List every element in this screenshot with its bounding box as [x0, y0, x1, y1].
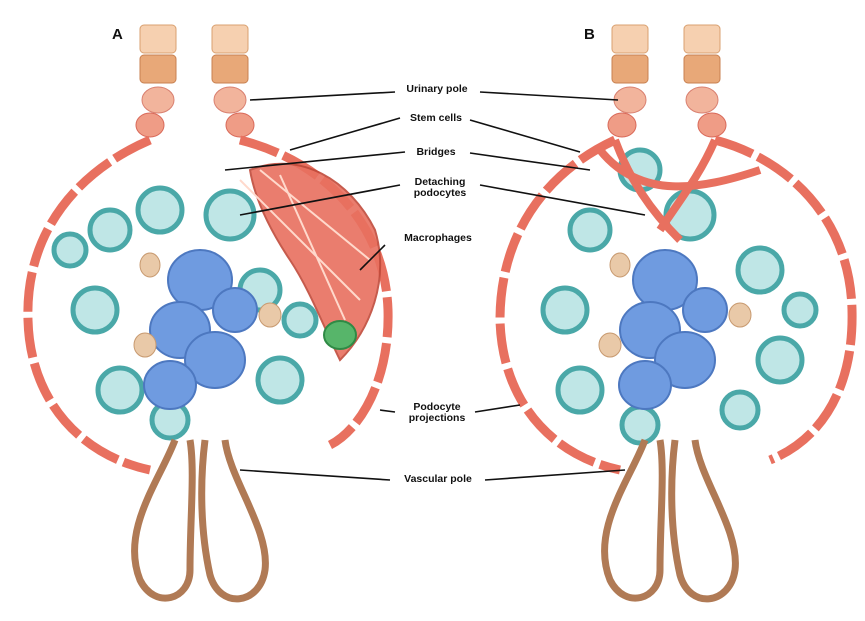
label-detaching-podocytes: Detaching podocytes — [398, 177, 482, 199]
panel-a-letter: A — [112, 26, 123, 43]
label-urinary-pole: Urinary pole — [392, 84, 482, 95]
label-macrophages: Macrophages — [388, 233, 488, 244]
label-stem-cells: Stem cells — [396, 113, 476, 124]
panel-b-urinary-tubule — [608, 25, 726, 137]
label-vascular-pole: Vascular pole — [388, 474, 488, 485]
panel-a-mesangium — [144, 250, 257, 409]
panel-a-vascular-pole — [135, 440, 266, 599]
panel-b-mesangium — [619, 250, 727, 409]
label-bridges: Bridges — [400, 147, 472, 158]
panel-b-vascular-pole — [605, 440, 736, 599]
panel-a-macrophage — [324, 321, 356, 349]
panel-b-letter: B — [584, 26, 595, 43]
panel-a-glomerulus — [28, 25, 388, 599]
panel-b-glomerulus — [500, 25, 852, 599]
label-podocyte-projections: Podocyte projections — [392, 402, 482, 424]
panel-a-urinary-tubule — [136, 25, 254, 137]
